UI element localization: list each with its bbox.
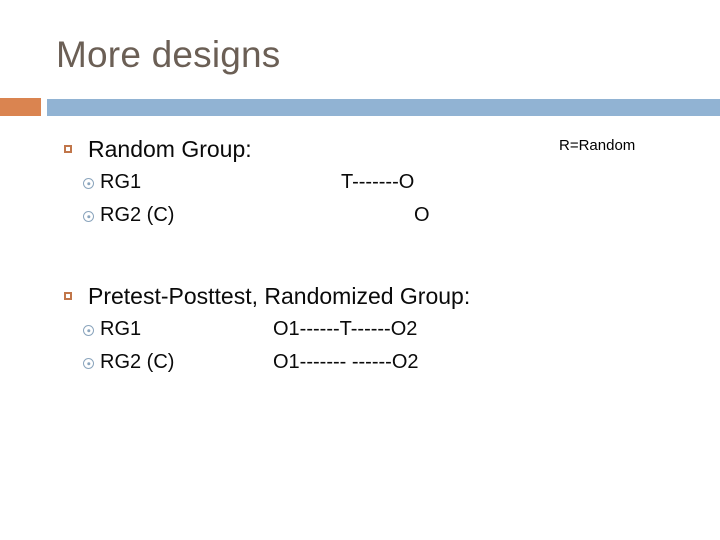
content-section-pretest-posttest: Pretest-Posttest, Randomized Group: RG1 … — [0, 281, 720, 381]
content-section-random-group: Random Group: RG1 T-------O RG2 (C) O — [0, 134, 720, 234]
group-label: RG2 (C) — [100, 204, 175, 226]
ring-dot-bullet-icon — [83, 358, 94, 369]
section-heading: Pretest-Posttest, Randomized Group: — [88, 283, 471, 309]
ring-dot-bullet-icon — [83, 211, 94, 222]
design-notation: O1------T------O2 — [273, 318, 418, 340]
section-heading: Random Group: — [88, 136, 252, 162]
design-notation: O — [414, 204, 430, 226]
list-item: RG1 O1------T------O2 — [0, 315, 720, 348]
list-item: RG1 T-------O — [0, 168, 720, 201]
group-label: RG1 — [100, 171, 142, 193]
group-label: RG1 — [100, 318, 142, 340]
ring-dot-bullet-icon — [83, 178, 94, 189]
design-notation: T-------O — [341, 171, 415, 193]
list-item: RG2 (C) O — [0, 201, 720, 234]
design-notation: O1------- ------O2 — [273, 351, 419, 373]
accent-bar-blue — [47, 99, 720, 116]
hollow-square-bullet-icon — [64, 145, 72, 153]
ring-dot-bullet-icon — [83, 325, 94, 336]
group-label: RG2 (C) — [100, 351, 175, 373]
page-title: More designs — [56, 34, 281, 75]
hollow-square-bullet-icon — [64, 292, 72, 300]
list-item: Pretest-Posttest, Randomized Group: — [0, 281, 720, 315]
list-item: Random Group: — [0, 134, 720, 168]
legend-note: R=Random — [559, 137, 636, 154]
accent-bar-orange — [0, 98, 41, 116]
list-item: RG2 (C) O1------- ------O2 — [0, 348, 720, 381]
